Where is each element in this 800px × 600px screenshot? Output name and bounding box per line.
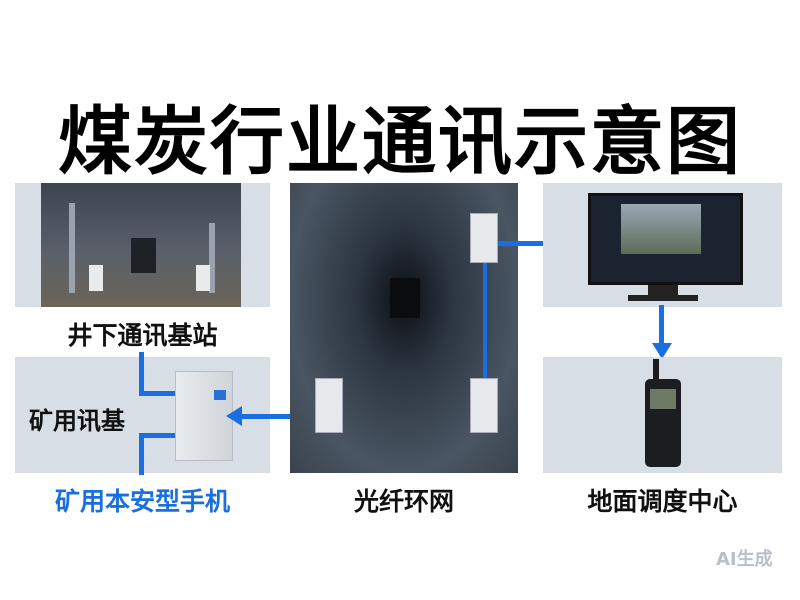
base-station-box — [89, 265, 103, 291]
monitor-video — [621, 204, 701, 254]
mine-tunnel-photo — [41, 183, 241, 307]
connector-line — [139, 391, 175, 396]
fiber-node-box — [470, 378, 498, 433]
fiber-tunnel-photo — [290, 183, 518, 473]
fiber-line — [483, 263, 487, 378]
arrow-down-icon — [652, 343, 672, 359]
fiber-ring-label: 光纤环网 — [353, 487, 454, 516]
monitor-base — [628, 295, 698, 301]
radio-antenna — [653, 359, 659, 381]
arrow-left-icon — [226, 406, 242, 426]
base-station-panel — [15, 183, 270, 307]
tunnel-end — [390, 278, 420, 318]
antenna-pole — [69, 203, 75, 293]
radio-screen — [650, 389, 676, 409]
fiber-node-box — [470, 213, 498, 263]
connector-line — [139, 433, 144, 475]
connector-line — [139, 352, 144, 394]
base-station-label: 井下通讯基站 — [67, 321, 218, 350]
tunnel-opening — [131, 238, 156, 273]
fiber-node-box — [315, 378, 343, 433]
radio-phone-icon — [645, 379, 681, 467]
dispatch-monitor-panel — [543, 183, 782, 307]
monitor-icon — [588, 193, 743, 285]
dispatch-label: 地面调度中心 — [587, 487, 738, 516]
connector-line — [139, 433, 175, 438]
cabinet-icon — [175, 371, 233, 461]
base-station-box — [196, 265, 210, 291]
arrow-line — [498, 241, 573, 246]
phone-panel — [543, 357, 782, 473]
mine-base-label: 矿用讯基 — [29, 407, 125, 435]
antenna-pole — [209, 223, 215, 293]
cabinet-screen — [214, 390, 226, 400]
watermark: AI生成 — [716, 549, 773, 570]
arrow-line — [240, 414, 300, 419]
phone-label: 矿用本安型手机 — [54, 487, 230, 516]
page-title: 煤炭行业通讯示意图 — [58, 99, 742, 185]
monitor-neck — [648, 285, 678, 297]
arrow-line — [659, 305, 664, 345]
